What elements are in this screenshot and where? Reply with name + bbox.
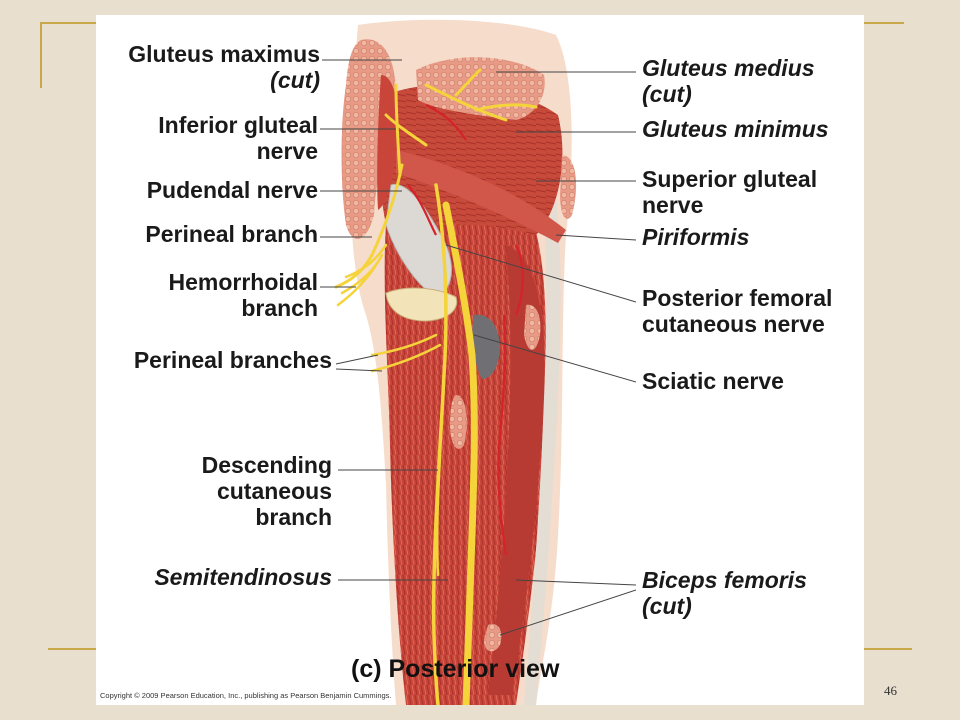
label-inferior-gluteal-line2: nerve: [256, 138, 318, 164]
anatomy-figure-panel: Gluteus maximus (cut) Inferior gluteal n…: [96, 15, 864, 705]
hemorrhoidal-branch: [336, 263, 378, 307]
label-hemorrhoidal-line1: Hemorrhoidal: [168, 269, 318, 295]
gluteus-maximus-muscle-inner: [377, 75, 399, 210]
label-gluteus-medius-line2: (cut): [642, 81, 692, 107]
artery-descending: [497, 314, 508, 556]
ischial-tuberosity: [385, 287, 458, 322]
label-gluteus-maximus-line2: (cut): [270, 67, 320, 93]
biceps-femoris-muscle: [488, 245, 545, 695]
artery-superior: [425, 104, 467, 141]
label-perineal-branch: Perineal branch: [145, 221, 318, 247]
label-perineal-branches: Perineal branches: [134, 347, 332, 373]
label-descending-cutaneous-branch: Descending cutaneous branch: [202, 452, 332, 530]
iliotibial-band: [524, 135, 561, 705]
label-pudendal-nerve: Pudendal nerve: [147, 177, 318, 203]
label-perineal-branch-text: Perineal branch: [145, 221, 318, 247]
label-descending-line2: cutaneous: [216, 478, 332, 504]
fat-patch-2: [524, 304, 541, 350]
label-sciatic-text: Sciatic nerve: [642, 368, 784, 394]
label-piriformis: Piriformis: [642, 224, 749, 250]
label-biceps-line1: Biceps femoris: [642, 567, 807, 593]
frame-line-top-left: [40, 22, 96, 24]
pudendal-nerve: [334, 163, 404, 289]
perineal-branch: [340, 243, 388, 295]
artery-lateral: [514, 244, 524, 316]
fat-patch-1: [450, 395, 467, 449]
label-posterior-femoral-cutaneous-nerve: Posterior femoral cutaneous nerve: [642, 285, 832, 337]
arteries: [407, 104, 524, 556]
label-inferior-gluteal-line1: Inferior gluteal: [158, 112, 318, 138]
frame-line-top-right: [864, 22, 904, 24]
label-gluteus-minimus: Gluteus minimus: [642, 116, 829, 142]
slide-page-number: 46: [884, 683, 897, 698]
artery-inferior: [407, 184, 437, 236]
label-biceps-femoris: Biceps femoris (cut): [642, 567, 807, 619]
frame-line-left: [40, 22, 42, 88]
superior-gluteal-nerve: [424, 68, 538, 122]
descending-cutaneous-branch: [435, 453, 442, 577]
copyright-notice: Copyright © 2009 Pearson Education, Inc.…: [100, 691, 392, 700]
label-superior-gluteal-nerve: Superior gluteal nerve: [642, 166, 817, 218]
label-gluteus-medius: Gluteus medius (cut): [642, 55, 815, 107]
label-gluteus-minimus-text: Gluteus minimus: [642, 116, 829, 142]
label-inferior-gluteal-nerve: Inferior gluteal nerve: [158, 112, 318, 164]
label-piriformis-text: Piriformis: [642, 224, 750, 250]
label-descending-line3: branch: [255, 504, 332, 530]
label-superior-gluteal-line1: Superior gluteal: [642, 166, 818, 192]
label-semitendinosus-text: Semitendinosus: [154, 564, 332, 590]
label-post-fem-line2: cutaneous nerve: [642, 311, 825, 337]
label-semitendinosus: Semitendinosus: [154, 564, 332, 590]
figure-caption: (c) Posterior view: [351, 655, 560, 683]
label-post-fem-line1: Posterior femoral: [642, 285, 833, 311]
piriformis-muscle: [396, 150, 566, 243]
label-pudendal-text: Pudendal nerve: [146, 177, 318, 203]
label-sciatic-nerve: Sciatic nerve: [642, 368, 784, 394]
inferior-gluteal-nerve: [384, 83, 428, 177]
fat-pad: [472, 314, 500, 379]
label-gluteus-maximus: Gluteus maximus (cut): [128, 41, 320, 93]
label-biceps-line2: (cut): [642, 593, 692, 619]
fat-patch-4: [560, 155, 577, 219]
label-gluteus-medius-line1: Gluteus medius: [642, 55, 815, 81]
label-hemorrhoidal-line2: branch: [241, 295, 318, 321]
label-perineal-branches-text: Perineal branches: [133, 347, 332, 373]
perineal-branches-nerve: [370, 333, 442, 373]
fat-patch-3: [484, 624, 502, 652]
label-gluteus-maximus-line1: Gluteus maximus: [128, 41, 320, 67]
nerves: [334, 68, 538, 705]
sciatic-nerve: [442, 201, 478, 705]
posterior-thigh-illustration: [320, 19, 637, 705]
frame-line-bottom-right: [864, 648, 912, 650]
label-superior-gluteal-line2: nerve: [642, 192, 704, 218]
pointer-lines: [320, 59, 637, 636]
frame-line-bottom-left: [48, 648, 96, 650]
label-descending-line1: Descending: [201, 452, 332, 478]
label-hemorrhoidal-branch: Hemorrhoidal branch: [168, 269, 318, 321]
